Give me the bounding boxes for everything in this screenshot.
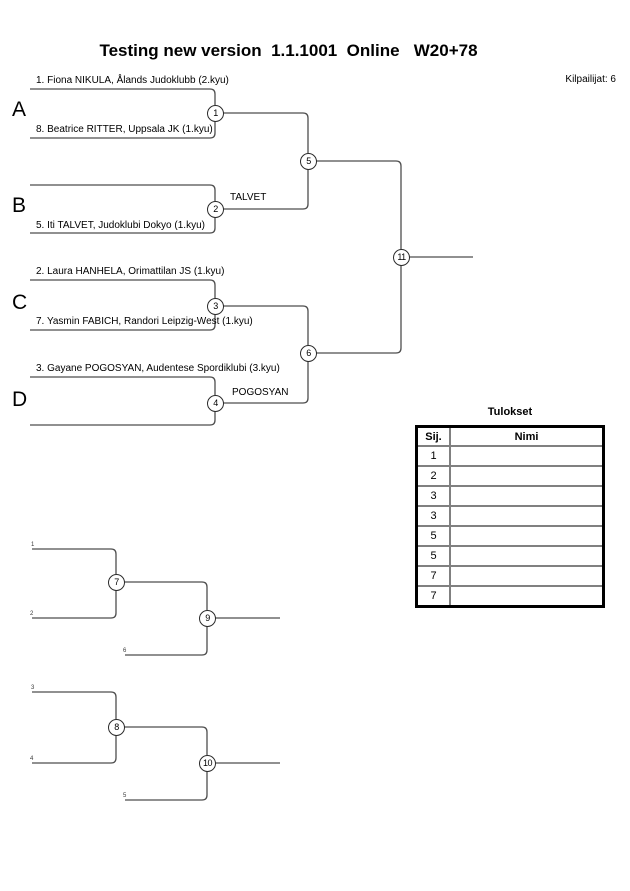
competitor-hanhela: 2. Laura HANHELA, Orimattilan JS (1.kyu) <box>36 266 225 277</box>
match-circle-3: 3 <box>207 298 224 315</box>
result-position: 2 <box>415 465 451 487</box>
results-col-name: Nimi <box>449 425 605 447</box>
competitor-pogosyan: 3. Gayane POGOSYAN, Audentese Spordiklub… <box>36 363 280 374</box>
match-circle-4: 4 <box>207 395 224 412</box>
participants-count: Kilpailijat: 6 <box>565 74 616 85</box>
result-name <box>449 545 605 567</box>
table-row: 5 <box>415 525 605 547</box>
repechage-bottom-feed-5: 5 <box>123 793 127 799</box>
pool-letter-d: D <box>12 388 28 411</box>
match-circle-8: 8 <box>108 719 125 736</box>
result-position: 7 <box>415 585 451 608</box>
table-row: 2 <box>415 465 605 487</box>
repechage-bottom-feed-4: 4 <box>30 756 34 762</box>
result-name <box>449 465 605 487</box>
repechage-top-feed-1: 1 <box>31 542 35 548</box>
table-row: 3 <box>415 485 605 507</box>
result-name <box>449 445 605 467</box>
results-table: Sij. Nimi 1 2 3 3 5 <box>415 425 605 608</box>
repechage-top-feed-2: 2 <box>30 611 34 617</box>
competitor-nikula: 1. Fiona NIKULA, Ålands Judoklubb (2.kyu… <box>36 75 229 86</box>
pool-letter-a: A <box>12 98 27 121</box>
result-position: 1 <box>415 445 451 467</box>
pool-letter-c: C <box>12 291 28 314</box>
table-row: 5 <box>415 545 605 567</box>
results-title: Tulokset <box>487 406 533 418</box>
match-circle-5: 5 <box>300 153 317 170</box>
match-circle-2: 2 <box>207 201 224 218</box>
results-col-position: Sij. <box>415 425 451 447</box>
winner-label-match4: POGOSYAN <box>232 387 289 398</box>
match-circle-11: 11 <box>393 249 410 266</box>
match-circle-6: 6 <box>300 345 317 362</box>
page-title: Testing new version 1.1.1001 Online W20+… <box>99 41 478 60</box>
competitor-ritter: 8. Beatrice RITTER, Uppsala JK (1.kyu) <box>36 124 213 135</box>
competitor-talvet: 5. Iti TALVET, Judoklubi Dokyo (1.kyu) <box>36 220 205 231</box>
winner-label-match2: TALVET <box>230 192 267 203</box>
table-row: 7 <box>415 585 605 608</box>
pool-letter-b: B <box>12 194 27 217</box>
match-circle-7: 7 <box>108 574 125 591</box>
match-circle-1: 1 <box>207 105 224 122</box>
match-circle-9: 9 <box>199 610 216 627</box>
result-position: 5 <box>415 525 451 547</box>
match-circle-10: 10 <box>199 755 216 772</box>
results-header-row: Sij. Nimi <box>415 425 605 447</box>
table-row: 3 <box>415 505 605 527</box>
repechage-top-feed-6: 6 <box>123 648 127 654</box>
table-row: 1 <box>415 445 605 467</box>
result-position: 7 <box>415 565 451 587</box>
competitor-fabich: 7. Yasmin FABICH, Randori Leipzig-West (… <box>36 316 253 327</box>
repechage-bottom-feed-3: 3 <box>31 685 35 691</box>
result-position: 3 <box>415 485 451 507</box>
result-name <box>449 505 605 527</box>
result-name <box>449 525 605 547</box>
result-position: 5 <box>415 545 451 567</box>
result-name <box>449 585 605 608</box>
result-position: 3 <box>415 505 451 527</box>
table-row: 7 <box>415 565 605 587</box>
result-name <box>449 485 605 507</box>
result-name <box>449 565 605 587</box>
